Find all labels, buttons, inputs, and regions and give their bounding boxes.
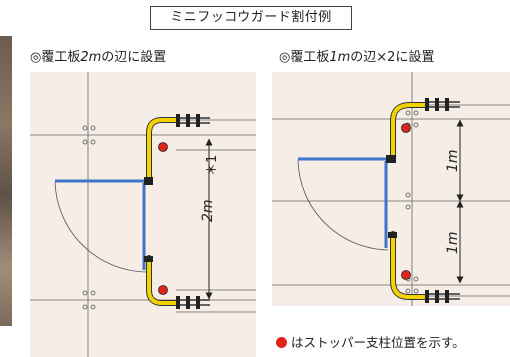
stopper-marker-icon <box>276 337 287 348</box>
left-diagram: 2m ＊1 <box>30 72 256 357</box>
right-dimension-label-upper: 1m <box>445 149 461 172</box>
left-note-label: ＊1 <box>205 155 220 176</box>
left-caption-suffix: の辺に設置 <box>101 50 167 65</box>
left-caption-dim: 2m <box>80 50 102 65</box>
right-caption-dim: 1m <box>329 50 351 65</box>
right-caption: ◎覆工板1mの辺×2に設置 <box>279 46 434 65</box>
left-caption: ◎覆工板2mの辺に設置 <box>30 46 166 65</box>
left-plate-seams <box>30 72 256 357</box>
left-door-panel <box>55 179 146 270</box>
left-door-swing-arc <box>54 181 149 273</box>
left-dimension-label: 2m <box>200 199 216 222</box>
right-dimension-label-lower: 1m <box>445 231 461 254</box>
diagram-title: ミニフッコウガード割付例 <box>150 6 352 30</box>
right-diagram: 1m 1m <box>272 72 510 306</box>
right-rail-extensions <box>425 101 460 300</box>
left-clamps <box>144 114 200 309</box>
left-stopper-posts <box>158 142 168 295</box>
legend: はストッパー支柱位置を示す。 <box>276 332 465 351</box>
left-rail-extensions <box>176 117 210 306</box>
right-caption-suffix: の辺×2に設置 <box>350 50 435 65</box>
side-photo-strip <box>0 36 12 326</box>
right-guard-rail <box>391 103 427 299</box>
legend-text: はストッパー支柱位置を示す。 <box>291 335 465 350</box>
left-bolt-holes <box>82 125 96 310</box>
right-door-panel <box>298 157 388 248</box>
left-caption-prefix: ◎覆工板 <box>30 50 81 65</box>
right-stopper-posts <box>401 123 411 280</box>
right-door-swing-arc <box>297 159 389 251</box>
right-caption-prefix: ◎覆工板 <box>279 50 330 65</box>
right-clamps <box>386 98 449 303</box>
left-guard-rail <box>147 118 178 305</box>
